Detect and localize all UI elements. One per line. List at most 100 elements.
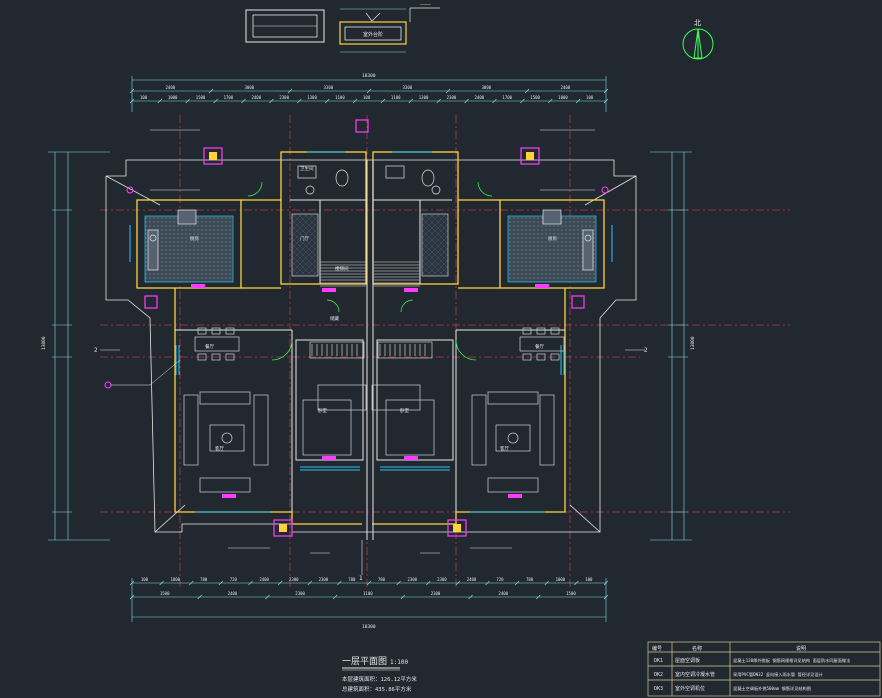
top-lower-dim-text: 1700	[502, 95, 512, 100]
kitchen-hatches	[144, 213, 597, 283]
stair-symbol-icon	[309, 261, 433, 359]
legend-header-name: 名称	[692, 645, 702, 652]
top-upper-dim-text: 3000	[245, 85, 255, 90]
room-label: 楼梯间	[335, 265, 349, 272]
dim-tick	[159, 580, 164, 586]
dim-tick	[213, 98, 218, 104]
structural-columns	[144, 119, 585, 537]
dim-tick	[536, 594, 541, 600]
top-upper-dim-text: 3300	[403, 85, 413, 90]
legend-row-code: DK3	[654, 686, 663, 692]
section-marks	[104, 186, 609, 389]
column-fills	[209, 152, 534, 532]
dimension-ticks	[129, 88, 609, 600]
stair-detail-note: ————	[420, 3, 431, 8]
dim-tick	[129, 88, 135, 94]
top-upper-dim-text: 2400	[166, 85, 176, 90]
top-overall-dim: 18300	[362, 73, 376, 79]
top-lower-dim-text: 100	[140, 95, 148, 100]
dim-tick	[544, 580, 549, 586]
top-lower-dim-text: 2300	[279, 95, 289, 100]
top-lower-dim-text: 1000	[168, 95, 178, 100]
left-overall-dim: 13800	[41, 336, 47, 350]
dim-tick	[269, 98, 274, 104]
axis-label-left: 2	[94, 347, 98, 354]
legend-header-code: 编号	[652, 645, 662, 652]
dim-tick	[337, 580, 342, 586]
dim-tick	[603, 580, 609, 586]
dim-tick	[248, 580, 253, 586]
plan-title: 一层平面图	[342, 656, 387, 667]
bottom-lower-dim-text: 1000	[170, 577, 180, 582]
top-lower-dim-text: 1500	[530, 95, 540, 100]
dim-tick	[218, 580, 224, 586]
legend-row-desc: 混凝土120厚外挑板 钢筋网规格详见结构 面层防水同屋面做法	[733, 657, 850, 664]
dim-tick	[129, 580, 135, 586]
bottom-lower-dim-text: 780	[200, 577, 208, 582]
top-lower-dim-text: 2300	[447, 95, 457, 100]
room-label: 厨房	[548, 235, 557, 242]
dim-tick	[197, 594, 202, 600]
bottom-lower-dim-text: 1000	[556, 577, 566, 582]
detail-label: 室外台阶	[363, 31, 383, 38]
dim-tick	[485, 580, 490, 586]
room-label: 储藏	[330, 315, 339, 322]
top-lower-dim-text: 1300	[307, 95, 317, 100]
top-lower-dim-text: 1000	[558, 95, 568, 100]
bottom-lower-dim-text: 2400	[467, 577, 477, 582]
room-label: 客厅	[215, 445, 224, 452]
legend-row-name: 室内空调冷凝水管	[675, 671, 715, 678]
plan-note-1: 本层建筑面积：126.12平方米	[342, 675, 417, 683]
axis-markers	[100, 349, 645, 575]
dim-tick	[265, 594, 270, 600]
legend-row-code: DK1	[654, 658, 663, 664]
dim-tick	[129, 594, 135, 600]
top-upper-dim-text: 3300	[324, 85, 334, 90]
top-lower-dim-text: 1300	[419, 95, 429, 100]
top-upper-dim-text: 3000	[482, 85, 492, 90]
top-lower-dim-text: 1700	[224, 95, 234, 100]
right-overall-dim: 13800	[690, 336, 696, 350]
dim-tick	[603, 88, 609, 94]
bottom-upper-dim-text: 2300	[431, 591, 441, 596]
top-lower-dim-text: 1500	[196, 95, 206, 100]
dim-tick	[464, 98, 469, 104]
dim-tick	[366, 580, 372, 586]
interior-walls	[175, 160, 565, 540]
bottom-lower-dim-text: 2300	[437, 577, 447, 582]
bottom-upper-dim-text: 1500	[566, 591, 576, 596]
bottom-lower-dim-text: 780	[348, 577, 356, 582]
bottom-lower-dim-text: 100	[141, 577, 149, 582]
bottom-upper-dim-text: 1500	[160, 591, 170, 596]
bottom-lower-dim-text: 2400	[259, 577, 269, 582]
plan-title-block	[342, 667, 400, 671]
dim-tick	[603, 98, 609, 104]
north-label: 北	[694, 19, 701, 27]
dim-tick	[297, 98, 302, 104]
axis-grid	[100, 115, 790, 590]
room-label: 餐厅	[205, 343, 214, 350]
legend-table	[647, 641, 881, 697]
top-lower-dim-text: 1100	[335, 95, 345, 100]
top-lower-dim-text: 100	[363, 95, 371, 100]
room-label: 卫生间	[300, 165, 314, 172]
dim-tick	[396, 580, 401, 586]
legend-row-name: 室外空调机位	[675, 685, 705, 692]
dim-tick	[408, 98, 414, 104]
dim-tick	[492, 98, 497, 104]
exterior-walls	[136, 151, 605, 525]
dim-tick	[468, 594, 473, 600]
room-label: 门厅	[300, 235, 309, 242]
dim-tick	[332, 594, 338, 600]
bottom-upper-dim-text: 2400	[498, 591, 508, 596]
bottom-lower-dim-text: 720	[230, 577, 238, 582]
bottom-lower-dim-text: 780	[378, 577, 386, 582]
axis-label-right: 2	[644, 347, 648, 354]
plan-scale: 1:100	[390, 659, 408, 666]
dim-tick	[520, 98, 525, 104]
dim-tick	[277, 580, 283, 586]
bottom-upper-dim-text: 2300	[295, 591, 305, 596]
